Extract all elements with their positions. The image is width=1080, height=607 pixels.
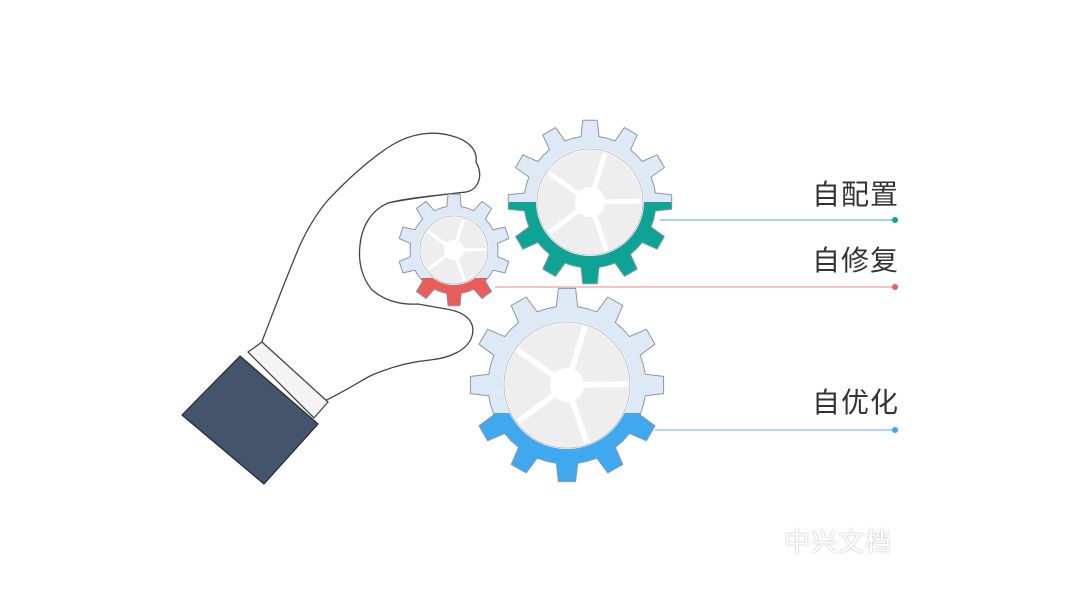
leader-dot-repair bbox=[892, 284, 898, 290]
gear-icon-config bbox=[507, 119, 673, 285]
gear-icon-repair bbox=[398, 193, 510, 307]
leader-dot-optimize bbox=[892, 427, 898, 433]
gear-center bbox=[550, 368, 584, 402]
gear-icon-optimize bbox=[469, 287, 665, 483]
gear-center bbox=[575, 187, 605, 217]
label-config: 自配置 bbox=[812, 178, 900, 211]
label-repair: 自修复 bbox=[812, 244, 900, 277]
leader-lines bbox=[495, 217, 898, 433]
leader-dot-config bbox=[892, 217, 898, 223]
label-optimize: 自优化 bbox=[812, 386, 900, 419]
gear-center bbox=[444, 240, 464, 260]
watermark: 中兴文档 bbox=[784, 528, 893, 558]
sleeve bbox=[181, 355, 319, 485]
gear-color-band bbox=[416, 278, 492, 306]
hand-pinching-icon bbox=[181, 132, 481, 485]
